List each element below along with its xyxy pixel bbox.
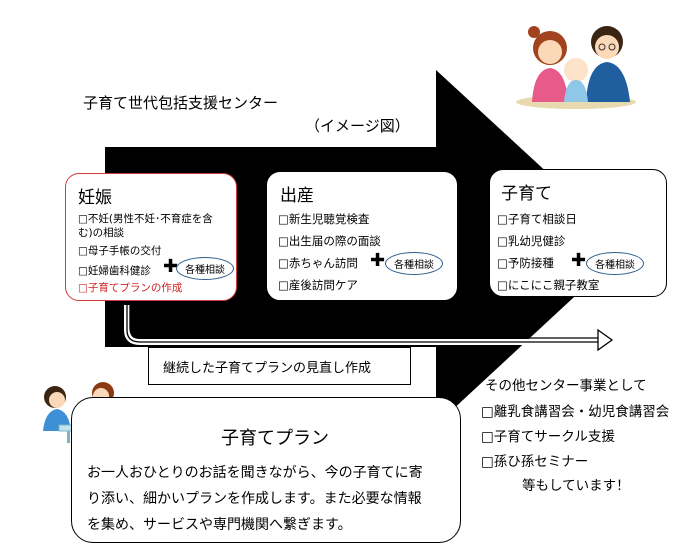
stage-title-childcare: 子育て — [501, 184, 552, 204]
list-item: □にこにこ親子教室 — [497, 278, 600, 292]
page-subtitle: （イメージ図） — [305, 117, 410, 135]
continuing-plan-box: 継続した子育てプランの見直し作成 — [148, 347, 411, 385]
list-item: □乳幼児健診 — [497, 234, 566, 248]
other-footer: 等もしています！ — [522, 478, 630, 494]
list-item: □予防接種 — [497, 256, 554, 270]
page-title: 子育て世代包括支援センター — [83, 94, 279, 112]
list-item: □出生届の際の面談 — [278, 234, 381, 248]
list-item: □不妊(男性不妊･不育症を含 — [78, 213, 213, 225]
plan-title: 子育てプラン — [221, 428, 329, 449]
plan-description: お一人おひとりのお話を聞きながら、今の子育てに寄 り添い、細かいプランを作成しま… — [87, 460, 467, 538]
consult-badge: 各種相談 — [586, 252, 644, 275]
other-item: □子育てサークル支援 — [481, 429, 615, 445]
other-item: □離乳食講習会・幼児食講習会 — [481, 404, 670, 420]
stage-card-birth — [266, 171, 458, 301]
plan-body-line: り添い、細かいプランを作成します。また必要な情報 — [87, 491, 422, 507]
consult-badge: 各種相談 — [176, 257, 234, 280]
loop-arrow-head — [597, 328, 614, 352]
plus-icon: ✚ — [571, 250, 587, 271]
stage-title-pregnancy: 妊娠 — [78, 188, 112, 208]
list-item: □母子手帳の交付 — [78, 245, 162, 257]
plus-icon: ✚ — [163, 256, 179, 277]
plan-card — [71, 397, 461, 543]
other-item: □孫ひ孫セミナー — [481, 454, 589, 470]
list-item: む)の相談 — [78, 227, 125, 239]
list-item: □子育て相談日 — [497, 212, 577, 226]
highlight-item-plan: □子育てプランの作成 — [78, 282, 183, 294]
plus-icon: ✚ — [370, 250, 386, 271]
list-item: □新生児聴覚検査 — [278, 212, 370, 226]
list-item: □妊婦歯科健診 — [78, 265, 151, 277]
stage-card-childcare — [489, 169, 667, 297]
family-illustration — [516, 26, 636, 109]
list-item: □赤ちゃん訪問 — [278, 256, 358, 270]
plan-body-line: を集め、サービスや専門機関へ繋ぎます。 — [87, 517, 352, 533]
plan-body-line: お一人おひとりのお話を聞きながら、今の子育てに寄 — [87, 465, 423, 481]
list-item: □産後訪問ケア — [278, 278, 358, 292]
other-heading: その他センター事業として — [485, 378, 647, 394]
stage-title-birth: 出産 — [280, 186, 314, 206]
consult-badge: 各種相談 — [385, 252, 443, 275]
